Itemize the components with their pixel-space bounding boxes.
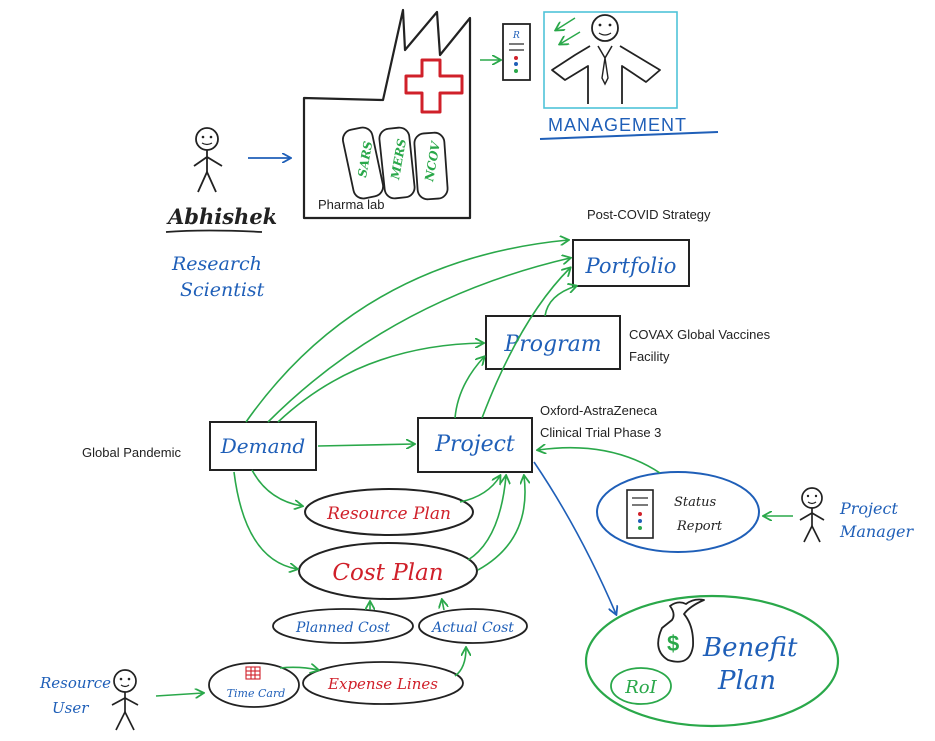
program-label: Program: [503, 332, 601, 357]
project-manager-label-line2: Manager: [839, 522, 914, 541]
time-card-label: Time Card: [227, 687, 286, 700]
expense-lines-label: Expense Lines: [327, 675, 438, 693]
pharma-lab: SARS MERS NCOV Pharma lab: [302, 8, 472, 220]
resource-user-label-line1: Resource: [39, 674, 111, 692]
cost-plan-node: Cost Plan: [298, 542, 478, 600]
resource-user-stick-figure: [111, 669, 139, 731]
status-report-document-icon: [626, 489, 654, 539]
vials-icon: [342, 126, 449, 201]
status-report-label-line1: Status: [674, 495, 716, 510]
actual-cost-label: Actual Cost: [430, 620, 514, 636]
scientist-stick-figure: [193, 127, 223, 193]
project-annotation-line1: Oxford-AstraZeneca: [540, 403, 658, 418]
money-bag-icon: $: [657, 598, 705, 663]
demand-node: Demand: [209, 421, 317, 471]
planned-cost-label: Planned Cost: [295, 620, 390, 636]
status-report-label-line2: Report: [676, 519, 723, 534]
resource-plan-node: Resource Plan: [304, 488, 474, 536]
red-cross-icon: [404, 58, 464, 114]
portfolio-annotation: Post-COVID Strategy: [587, 207, 711, 222]
benefit-plan-label-line2: Plan: [717, 666, 776, 696]
project-annotation-line2: Clinical Trial Phase 3: [540, 425, 661, 440]
project-manager-stick-figure: [799, 487, 825, 543]
connector-arrows: [233, 240, 661, 677]
expense-lines-node: Expense Lines: [302, 661, 464, 705]
svg-text:R: R: [512, 31, 520, 41]
resource-plan-label: Resource Plan: [326, 504, 451, 524]
scientist-role-line2: Scientist: [180, 279, 265, 301]
scientist-role-line1: Research: [171, 253, 262, 275]
scientist-name: Abhishek: [166, 204, 277, 229]
vial-label-ncov: NCOV: [422, 139, 443, 184]
project-manager-label-line1: Project: [839, 499, 898, 518]
time-card-node: Time Card: [208, 662, 300, 708]
project-node: Project: [417, 417, 533, 473]
demand-annotation: Global Pandemic: [82, 445, 181, 460]
management-figure: [543, 11, 678, 109]
demand-label: Demand: [220, 434, 305, 458]
project-label: Project: [434, 432, 515, 457]
vial-label-mers: MERS: [388, 137, 409, 181]
management-label: MANAGEMENT: [548, 115, 687, 135]
portfolio-label: Portfolio: [585, 254, 677, 278]
status-report-node: Status Report: [596, 471, 760, 553]
svg-text:$: $: [667, 631, 679, 656]
cost-plan-label: Cost Plan: [332, 560, 443, 586]
resource-user-label-line2: User: [52, 699, 89, 717]
roi-label: RoI: [624, 677, 657, 698]
calendar-icon: [245, 666, 261, 680]
planned-cost-node: Planned Cost: [272, 608, 414, 644]
pharma-lab-label: Pharma lab: [318, 197, 384, 212]
benefit-plan-node: $ Benefit Plan RoI: [584, 594, 840, 728]
portfolio-node: Portfolio: [572, 239, 690, 287]
program-annotation-line1: COVAX Global Vaccines: [629, 327, 771, 342]
program-annotation-line2: Facility: [629, 349, 670, 364]
report-document-icon: R: [502, 23, 531, 81]
vial-label-sars: SARS: [355, 140, 375, 179]
actual-cost-node: Actual Cost: [418, 608, 528, 644]
benefit-plan-label-line1: Benefit: [702, 633, 798, 663]
